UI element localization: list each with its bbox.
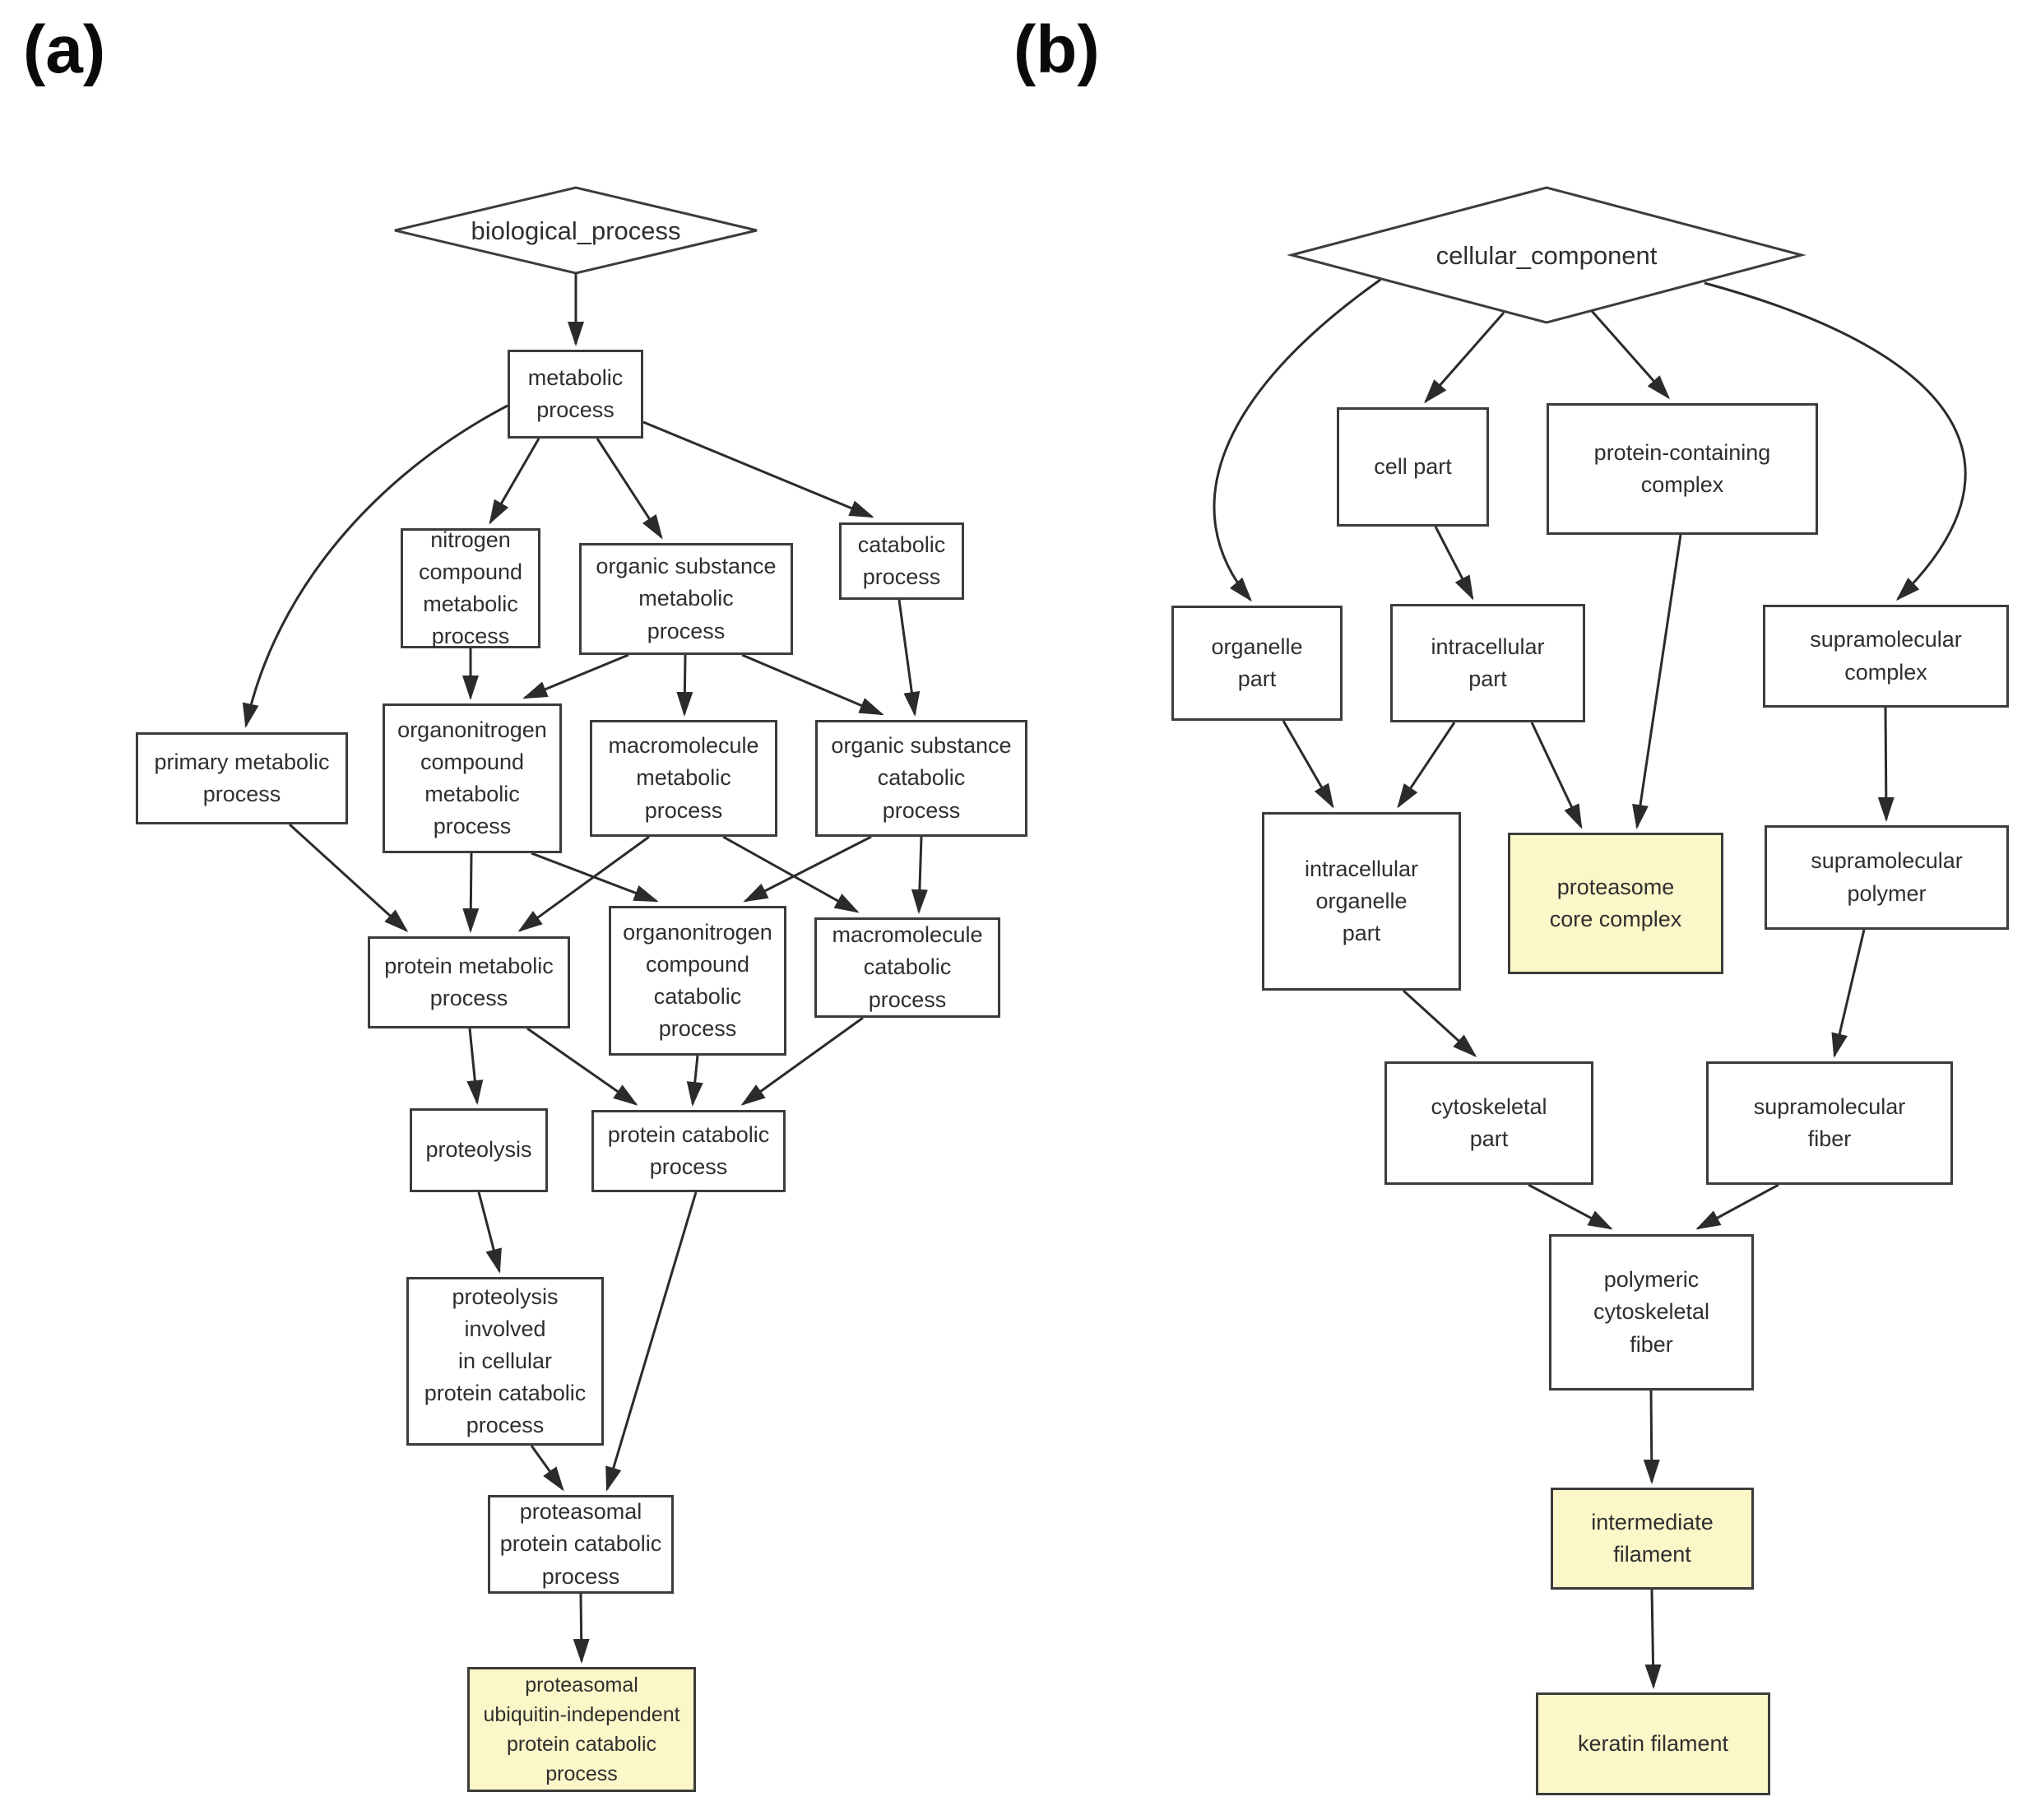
edge-organelle-part-intracellular-organelle [1282,720,1334,809]
edge-organic-substance-catabolic-organonitrogen-catabolic [743,835,872,903]
edge-organic-substance-metabolic-macromolecule-metabolic [676,654,693,717]
diamond-cellular-component [1287,186,1806,324]
node-proteasomal-protein-catabolic-process: proteasomal protein catabolic process [488,1495,674,1594]
node-proteolysis-involved-in-cellular-protein-catabolic-process: proteolysis involved in cellular protein… [406,1277,604,1446]
node-organonitrogen-compound-metabolic-process: organonitrogen compound metabolic proces… [383,703,562,853]
node-macromolecule-catabolic-process: macromolecule catabolic process [814,917,1000,1018]
edge-metabolic-organic-substance-metabolic [596,438,663,540]
edge-organic-substance-metabolic-organic-substance-catabolic [741,653,884,716]
edge-proteolysis-proteolysis-cellular [477,1191,502,1274]
edge-intracellular-part-intracellular-organelle [1397,722,1456,809]
edge-protein-metabolic-protein-catabolic [526,1027,638,1106]
edge-supramolecular-fiber-polymeric-fiber [1695,1183,1779,1230]
node-keratin-filament: keratin filament [1536,1692,1770,1795]
node-organic-substance-metabolic-process: organic substance metabolic process [579,543,793,655]
node-proteasomal-ubiquitin-independent-protein-catabolic-process: proteasomal ubiquitin-independent protei… [467,1667,696,1792]
edge-proteolysis-cellular-proteasomal [530,1445,564,1492]
edge-organonitrogen-catabolic-protein-catabolic [686,1055,703,1107]
node-polymeric-cytoskeletal-fiber: polymeric cytoskeletal fiber [1549,1234,1754,1391]
node-nitrogen-compound-metabolic-process: nitrogen compound metabolic process [401,527,540,648]
node-catabolic-process: catabolic process [839,522,964,600]
node-organelle-part: organelle part [1171,606,1343,721]
node-supramolecular-fiber: supramolecular fiber [1706,1061,1953,1185]
node-protein-containing-complex: protein-containing complex [1547,403,1818,535]
edge-proteasomal-proteasomal-ubi [573,1593,590,1664]
edge-cytoskeletal-part-polymeric-fiber [1528,1183,1613,1230]
node-proteolysis: proteolysis [410,1108,548,1192]
edge-organic-substance-metabolic-organonitrogen-metabolic [522,653,629,699]
edge-protein-metabolic-proteolysis [466,1028,484,1105]
edge-macromolecule-metabolic-macromolecule-catabolic [722,835,860,913]
edge-cc-supramolecular-complex [1704,281,1967,601]
edge-primary-protein-metabolic [288,823,409,933]
edge-intracellular-organelle-cytoskeletal-part [1402,989,1477,1058]
node-protein-catabolic-process: protein catabolic process [591,1110,786,1192]
edge-intracellular-part-proteasome-core [1530,722,1583,829]
node-primary-metabolic-process: primary metabolic process [136,732,348,824]
node-cell-part: cell part [1337,407,1489,527]
node-metabolic-process: metabolic process [508,350,643,439]
edge-metabolic-catabolic [642,420,874,518]
node-organonitrogen-compound-catabolic-process: organonitrogen compound catabolic proces… [609,906,786,1056]
node-proteasome-core-complex: proteasome core complex [1508,833,1723,974]
edge-cc-organelle-part [1213,278,1381,602]
edge-catabolic-organic-substance-catabolic [897,599,921,717]
root-label-cellular-component: cellular_component [1435,241,1658,270]
diamond-biological-process [394,186,758,275]
edge-supramolecular-complex-supramolecular-polymer [1877,707,1895,822]
edge-metabolic-nitrogen [489,438,540,525]
node-intermediate-filament: intermediate filament [1551,1488,1754,1590]
node-intracellular-part: intracellular part [1390,604,1585,722]
node-macromolecule-metabolic-process: macromolecule metabolic process [590,720,777,837]
edge-cell-part-intracellular-part [1434,526,1474,601]
node-organic-substance-catabolic-process: organic substance catabolic process [815,720,1027,837]
node-supramolecular-complex: supramolecular complex [1763,605,2009,708]
edge-metabolic-primary [242,404,508,728]
edge-protein-catabolic-proteasomal [605,1191,698,1492]
edge-supramolecular-polymer-supramolecular-fiber [1831,929,1866,1058]
root-label-biological-process: biological_process [471,216,681,245]
panel-a-label: (a) [23,12,106,87]
edge-polymeric-fiber-intermediate-filament [1643,1390,1660,1484]
node-cytoskeletal-part: cytoskeletal part [1384,1061,1593,1185]
panel-b-label: (b) [1013,12,1100,87]
node-intracellular-organelle-part: intracellular organelle part [1262,812,1461,991]
node-supramolecular-polymer: supramolecular polymer [1765,825,2009,930]
node-protein-metabolic-process: protein metabolic process [368,936,570,1028]
edge-macromolecule-catabolic-protein-catabolic [740,1016,864,1106]
edge-cc-protein-containing [1590,310,1670,400]
edge-organic-substance-catabolic-macromolecule-catabolic [911,836,928,914]
edge-protein-containing-proteasome-core [1632,534,1682,829]
edge-intermediate-filament-keratin-filament [1644,1589,1662,1689]
edge-macromolecule-metabolic-protein-metabolic [517,835,650,932]
edge-cc-cell-part [1424,312,1505,404]
